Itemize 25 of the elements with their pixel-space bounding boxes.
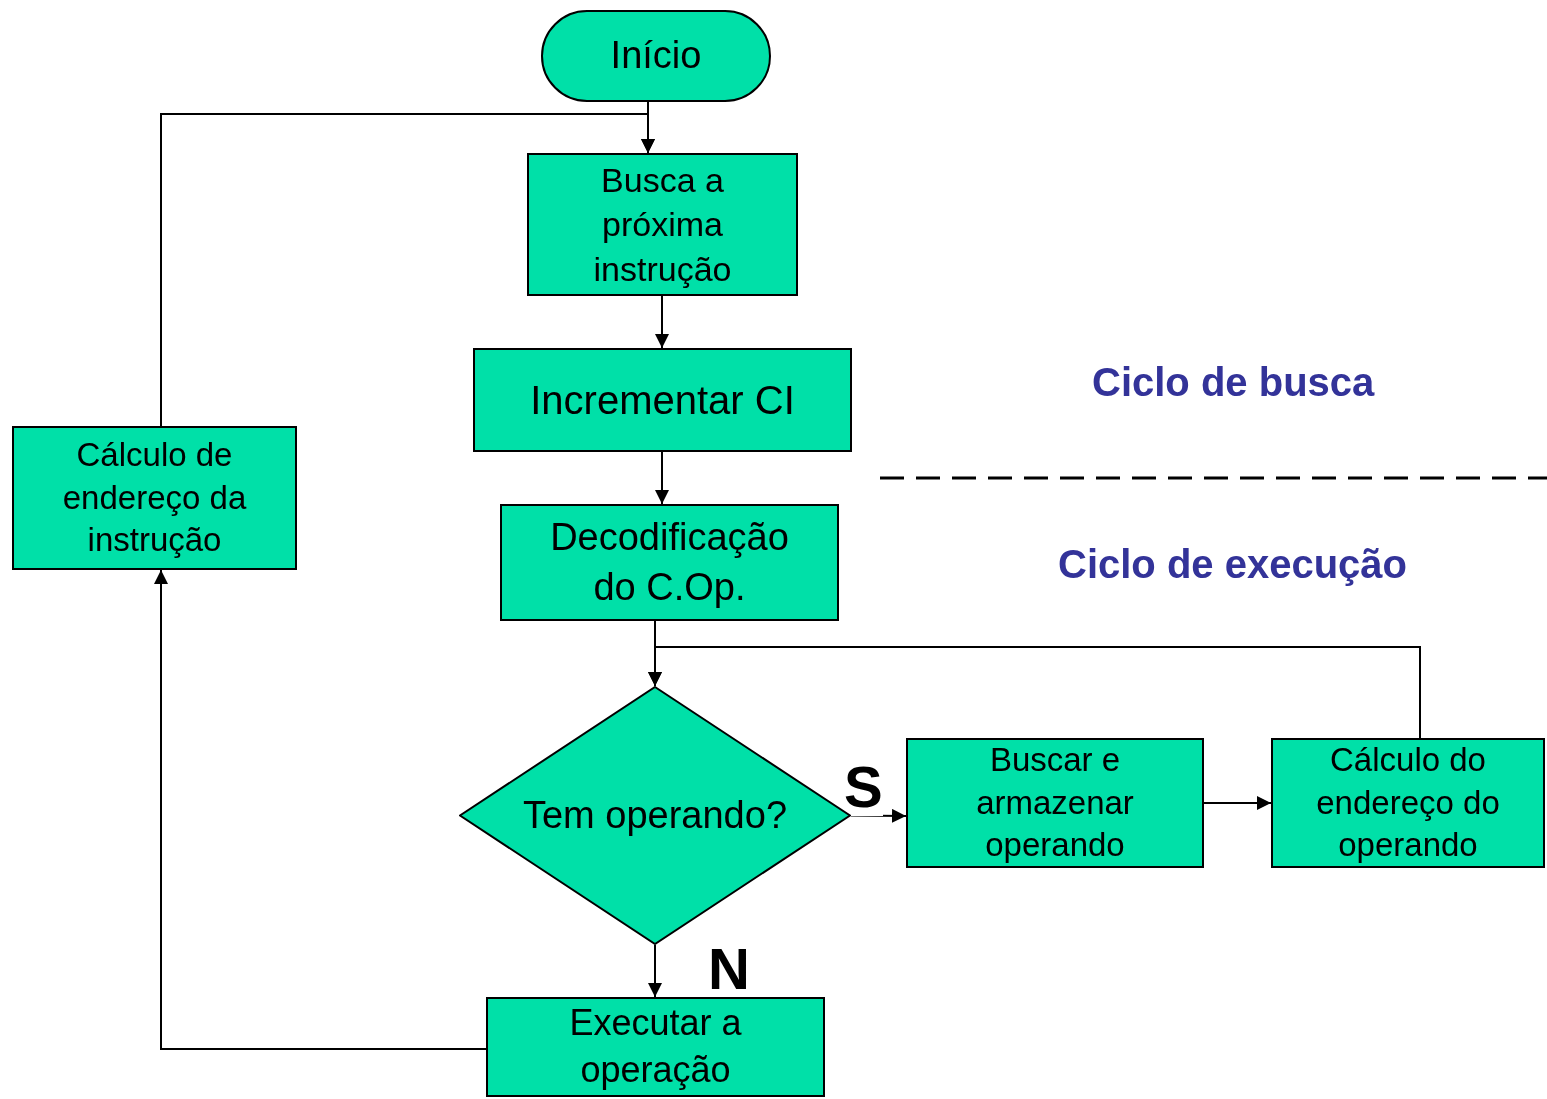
box-text: Cálculo de endereço da instrução [61, 434, 248, 561]
box-text: Busca a próxima instrução [592, 160, 733, 290]
arrow [154, 569, 487, 1050]
arrow [160, 113, 655, 427]
box-text: Início [610, 33, 702, 79]
arrow [648, 646, 1421, 739]
box-text: Executar a operação [568, 1001, 743, 1092]
box-text: Cálculo do endereço do operando [1315, 739, 1501, 866]
arrow [655, 451, 669, 505]
process-box [500, 504, 839, 621]
box-text: Buscar e armazenar operando [975, 739, 1135, 866]
arrow [1203, 796, 1272, 810]
box-text: Incrementar CI [530, 377, 795, 424]
process-box [473, 348, 852, 452]
section-label: Ciclo de busca [1092, 360, 1375, 405]
arrow [655, 295, 669, 349]
process-box [1271, 738, 1545, 868]
process-box [486, 997, 825, 1097]
process-box [906, 738, 1204, 868]
section-label: Ciclo de execução [1058, 542, 1408, 587]
box-text: Tem operando? [522, 792, 788, 838]
box-text: Decodificação do C.Op. [549, 515, 790, 610]
arrow [648, 944, 662, 998]
process-box [12, 426, 297, 570]
process-box [527, 153, 798, 296]
